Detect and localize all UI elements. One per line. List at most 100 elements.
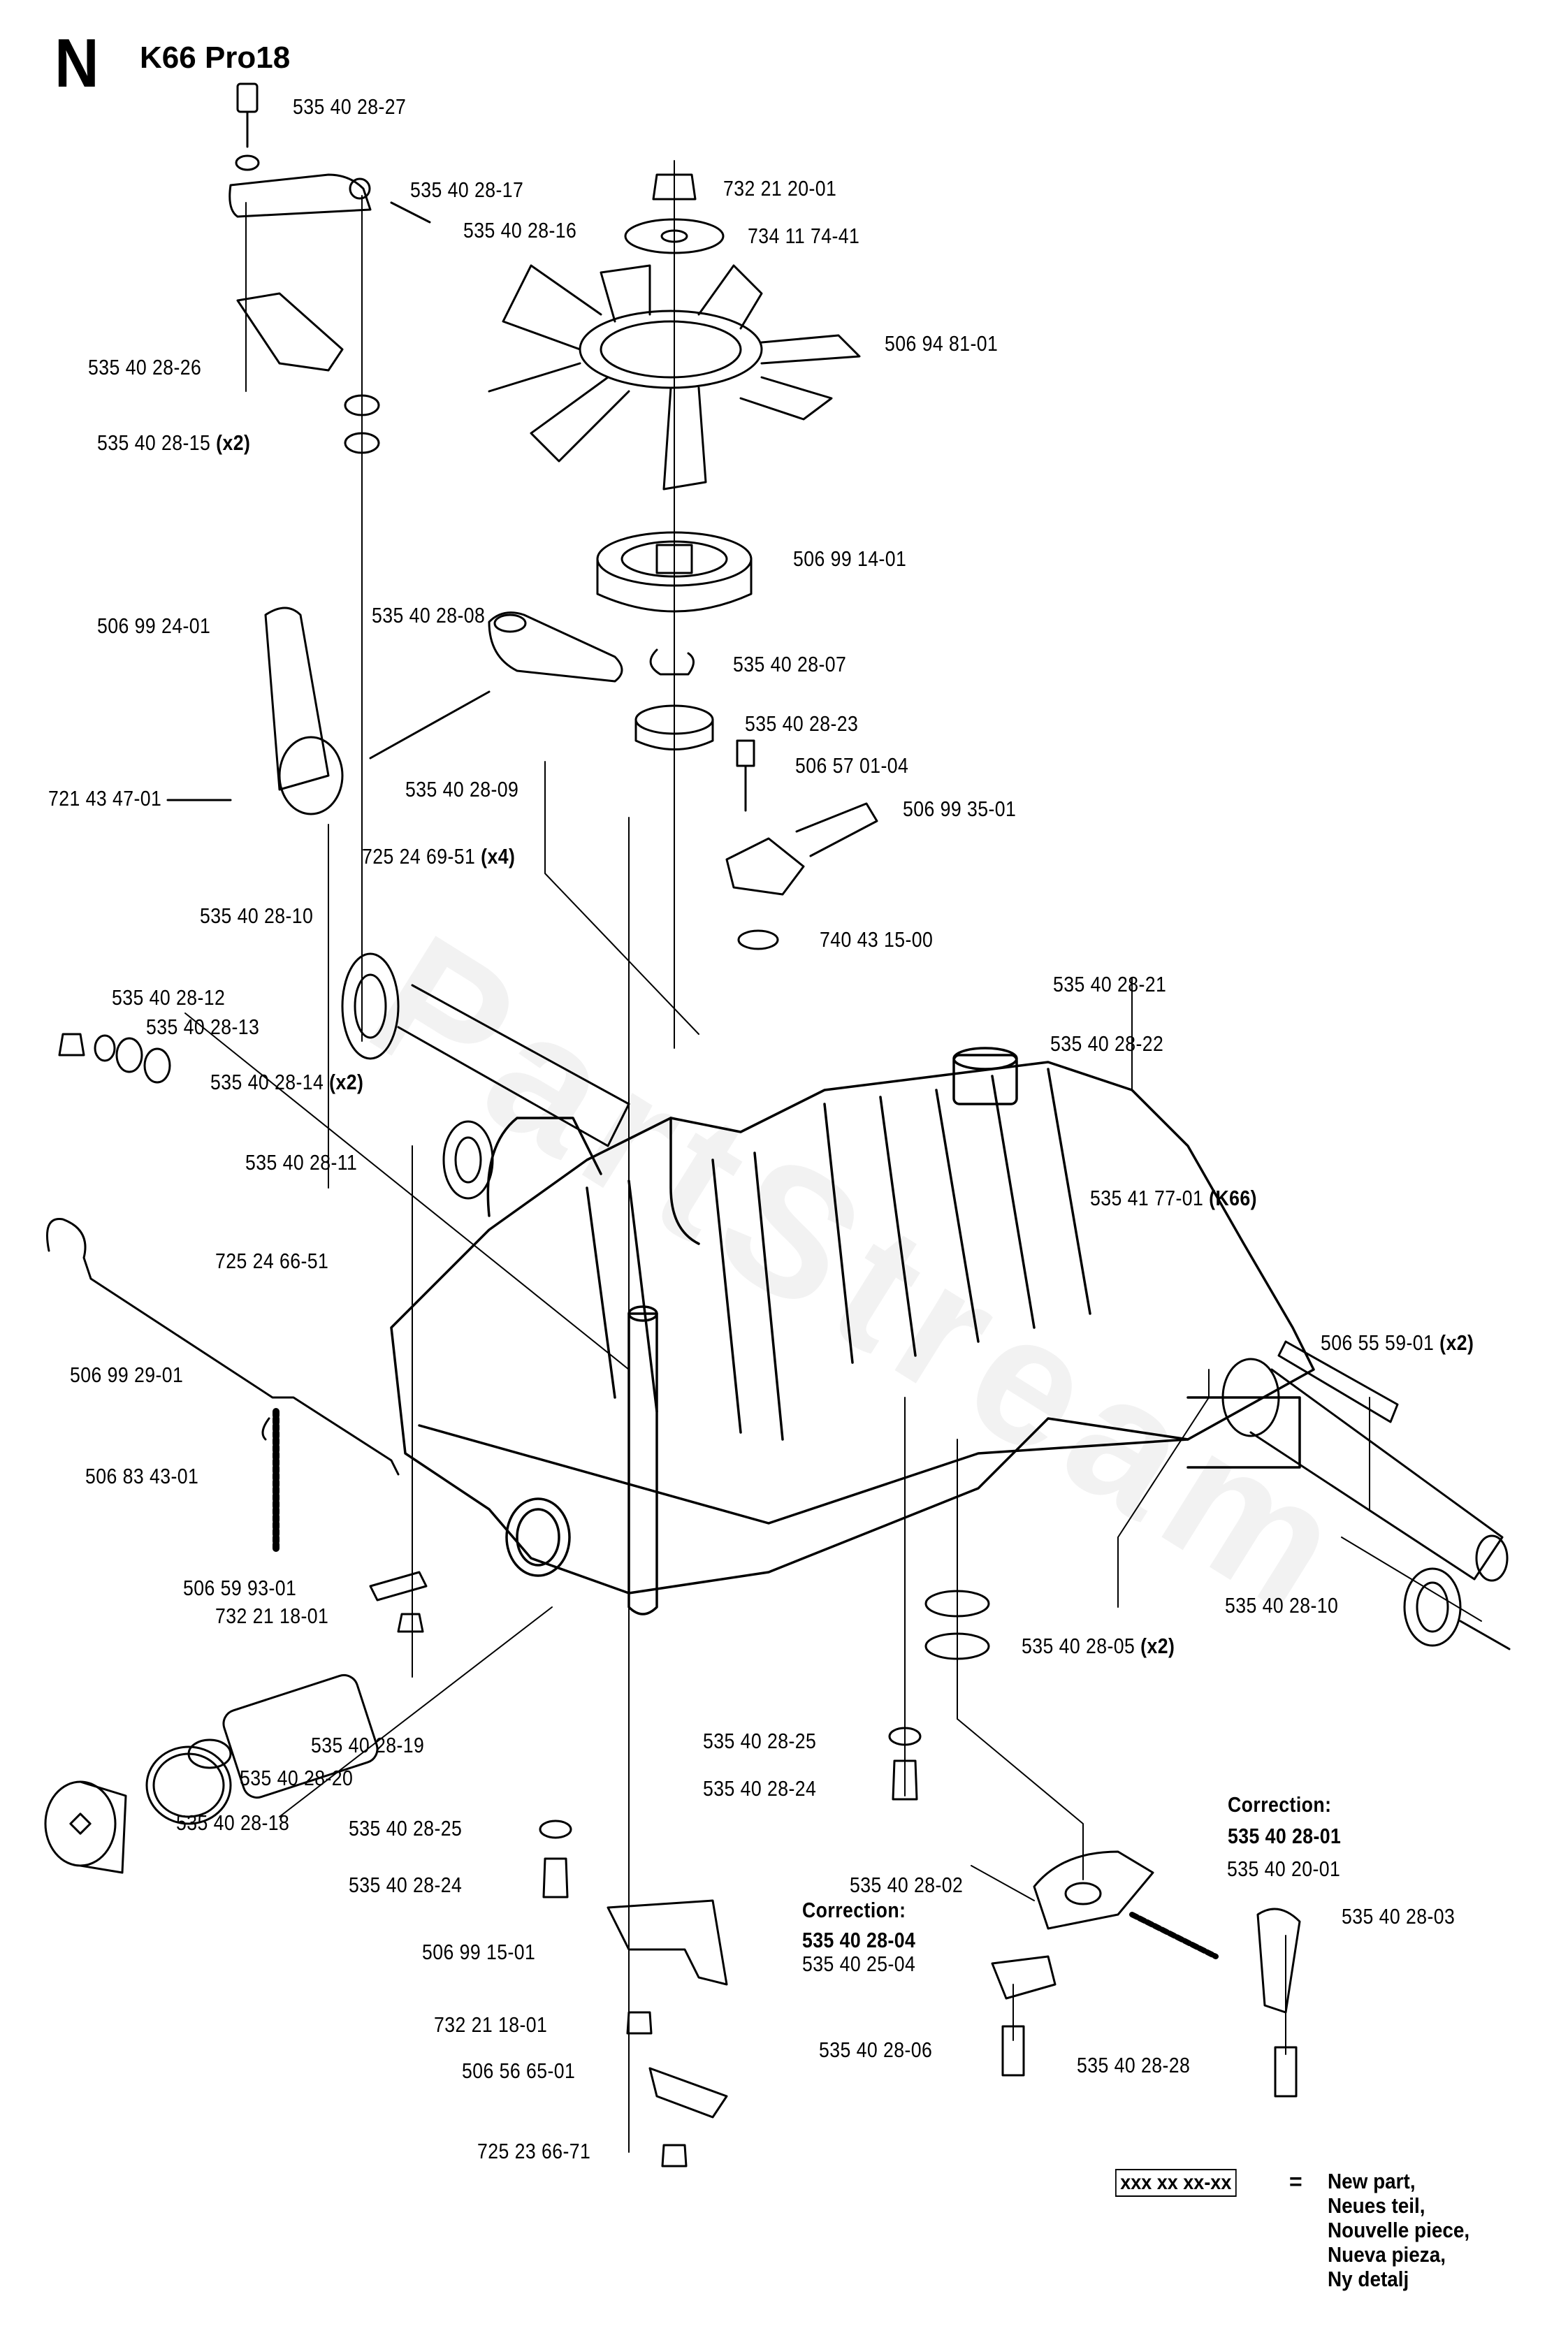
part-number-label[interactable]: 725 24 69-51 (x4) xyxy=(362,845,515,869)
axle-drawing xyxy=(924,1340,1511,1660)
part-number-label[interactable]: 535 40 28-26 xyxy=(88,356,201,379)
part-number-label[interactable]: 732 21 18-01 xyxy=(215,1604,328,1628)
part-quantity-note: (x2) xyxy=(329,1070,364,1094)
part-number: 535 40 28-17 xyxy=(410,177,524,202)
part-number-label[interactable]: 535 40 20-01 xyxy=(1227,1857,1340,1881)
part-number: 535 40 28-21 xyxy=(1053,972,1167,996)
part-number: 535 40 28-22 xyxy=(1050,1031,1164,1056)
part-number-label[interactable]: 535 40 28-02 xyxy=(850,1873,963,1897)
part-number-label[interactable]: 535 40 28-24 xyxy=(703,1777,816,1801)
part-number: 721 43 47-01 xyxy=(48,786,162,811)
part-number-label[interactable]: 506 94 81-01 xyxy=(885,332,998,356)
part-number: 535 40 28-05 xyxy=(1022,1634,1135,1658)
part-number: 725 23 66-71 xyxy=(477,2139,591,2163)
part-number: 535 40 28-25 xyxy=(349,1816,463,1840)
part-number: 725 24 66-51 xyxy=(215,1249,329,1273)
correction-part-number[interactable]: 535 40 28-01 xyxy=(1228,1824,1342,1848)
part-number-label[interactable]: 721 43 47-01 xyxy=(48,787,161,811)
part-number: 506 55 59-01 xyxy=(1321,1330,1435,1355)
part-number-label[interactable]: 506 83 43-01 xyxy=(85,1465,198,1488)
part-number-label[interactable]: 535 40 28-25 xyxy=(349,1817,462,1840)
part-number-label[interactable]: 506 99 29-01 xyxy=(70,1363,183,1387)
new-part-legend-key: xxx xx xx-xx xyxy=(1115,2169,1237,2197)
part-number: 506 99 24-01 xyxy=(97,613,211,638)
part-number: 506 56 65-01 xyxy=(462,2058,576,2083)
part-number-label[interactable]: 535 40 28-12 xyxy=(112,986,225,1010)
part-number-label[interactable]: 535 40 28-17 xyxy=(410,178,523,202)
legend-meanings: New part, Neues teil, Nouvelle piece, Nu… xyxy=(1328,2169,1469,2291)
part-number-label[interactable]: 734 11 74-41 xyxy=(748,224,859,248)
part-number-label[interactable]: 535 40 28-08 xyxy=(372,604,485,627)
part-number: 506 94 81-01 xyxy=(885,331,999,356)
part-number-label[interactable]: 535 40 28-28 xyxy=(1077,2054,1190,2077)
part-number-label[interactable]: 506 99 24-01 xyxy=(97,614,210,638)
part-number-label[interactable]: 732 21 20-01 xyxy=(723,177,836,201)
assembly-lines xyxy=(184,160,1482,2153)
part-number-label[interactable]: 535 40 28-15 (x2) xyxy=(97,431,250,455)
correction-heading: Correction: xyxy=(1228,1792,1332,1817)
part-number-label[interactable]: 535 40 28-03 xyxy=(1342,1905,1455,1929)
part-number: 535 40 28-10 xyxy=(200,903,314,928)
part-number: 535 40 28-12 xyxy=(112,985,226,1010)
part-number-label[interactable]: 506 55 59-01 (x2) xyxy=(1321,1331,1474,1355)
part-number-label[interactable]: 535 40 28-20 xyxy=(240,1766,353,1790)
part-number-label[interactable]: 506 99 14-01 xyxy=(793,547,906,571)
part-number: 535 40 28-24 xyxy=(349,1873,463,1897)
part-quantity-note: (x2) xyxy=(216,430,251,455)
part-number-label[interactable]: 535 40 28-11 xyxy=(245,1151,357,1175)
part-number: 535 40 28-13 xyxy=(146,1015,260,1039)
part-number: 740 43 15-00 xyxy=(820,927,934,952)
part-number: 732 21 18-01 xyxy=(434,2012,548,2037)
part-number-label[interactable]: 535 40 28-10 xyxy=(200,904,313,928)
part-number: 535 40 28-24 xyxy=(703,1776,817,1801)
part-number: 535 40 28-09 xyxy=(405,777,519,801)
part-number-label[interactable]: 535 40 28-21 xyxy=(1053,973,1166,996)
link-arm-drawing xyxy=(228,82,431,454)
part-number: 535 40 28-03 xyxy=(1342,1904,1456,1929)
part-number: 506 83 43-01 xyxy=(85,1464,199,1488)
part-number: 535 40 28-28 xyxy=(1077,2053,1191,2077)
part-number-label[interactable]: 535 40 28-23 xyxy=(745,712,858,736)
part-number-label[interactable]: 725 24 66-51 xyxy=(215,1249,328,1273)
part-number-label[interactable]: 506 99 35-01 xyxy=(903,797,1016,821)
part-number-label[interactable]: 535 41 77-01 (K66) xyxy=(1090,1186,1257,1210)
part-number-label[interactable]: 506 59 93-01 xyxy=(183,1576,296,1600)
part-number-label[interactable]: 535 40 28-25 xyxy=(703,1729,816,1753)
part-number: 506 99 15-01 xyxy=(422,1940,536,1964)
transaxle-housing-drawing xyxy=(390,1047,1315,1615)
part-number-label[interactable]: 725 23 66-71 xyxy=(477,2140,590,2163)
fan-drawing xyxy=(488,173,861,750)
part-number-label[interactable]: 535 40 28-18 xyxy=(176,1811,289,1835)
part-number-label[interactable]: 732 21 18-01 xyxy=(434,2013,547,2037)
part-number-label[interactable]: 535 40 28-14 (x2) xyxy=(210,1070,363,1094)
part-number: 506 59 93-01 xyxy=(183,1576,297,1600)
part-number-label[interactable]: 535 40 28-22 xyxy=(1050,1032,1163,1056)
part-number-label[interactable]: 535 40 28-16 xyxy=(463,219,576,242)
part-number-label[interactable]: 535 40 28-10 xyxy=(1225,1594,1338,1618)
part-number-label[interactable]: 535 40 28-13 xyxy=(146,1015,259,1039)
part-number-label[interactable]: 506 56 65-01 xyxy=(462,2059,575,2083)
part-number-label[interactable]: 506 99 15-01 xyxy=(422,1940,535,1964)
lever-drawing xyxy=(166,607,623,815)
part-number-label[interactable]: 535 40 28-09 xyxy=(405,778,518,801)
bracket-drawing xyxy=(725,739,878,950)
part-number-label[interactable]: 740 43 15-00 xyxy=(820,928,933,952)
part-number-label[interactable]: 535 40 28-07 xyxy=(733,653,846,676)
part-number-label[interactable]: 535 40 28-06 xyxy=(819,2038,932,2062)
part-number-label[interactable]: 535 40 28-19 xyxy=(311,1734,424,1757)
model-title: K66 Pro18 xyxy=(140,41,291,75)
part-quantity-note: (K66) xyxy=(1209,1186,1257,1210)
part-number: 506 99 14-01 xyxy=(793,546,907,571)
part-number: 535 40 28-18 xyxy=(176,1810,290,1835)
correction-part-number[interactable]: 535 40 28-04 xyxy=(802,1928,916,1952)
part-number: 506 57 01-04 xyxy=(795,753,909,778)
part-number-label[interactable]: 506 57 01-04 xyxy=(795,754,908,778)
legend-meaning: Nueva pieza, xyxy=(1328,2242,1446,2267)
part-number-label[interactable]: 535 40 28-05 (x2) xyxy=(1022,1634,1175,1658)
hardware-drawing xyxy=(539,1727,1301,2167)
part-number-label[interactable]: 535 40 25-04 xyxy=(802,1952,915,1976)
part-number-label[interactable]: 535 40 28-24 xyxy=(349,1873,462,1897)
part-number-label[interactable]: 535 40 28-27 xyxy=(293,95,406,119)
legend-meaning: New part, xyxy=(1328,2169,1416,2193)
